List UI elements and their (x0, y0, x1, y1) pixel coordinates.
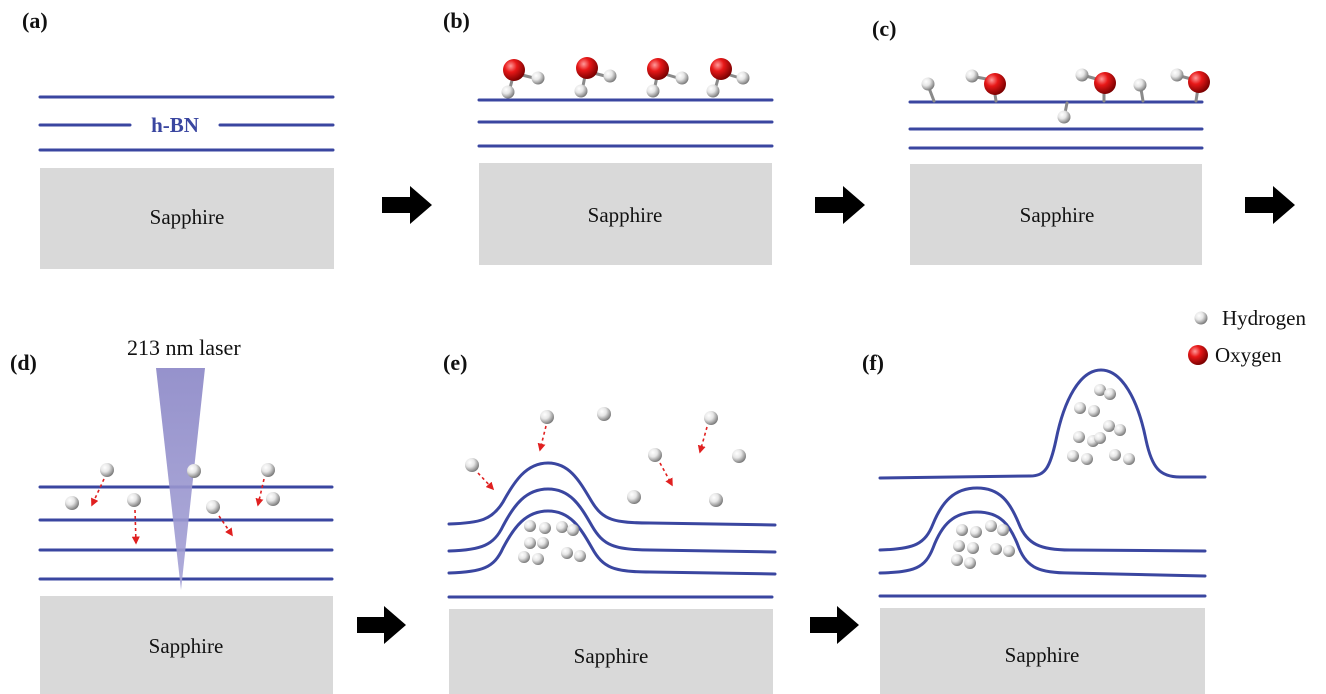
oxygen-atom-icon (1094, 72, 1116, 94)
panel-f: (f) Sapphire (862, 350, 1207, 694)
diffusion-arrow (218, 515, 233, 537)
panel-e-label: (e) (443, 350, 467, 375)
oxygen-atom-icon (576, 57, 598, 79)
substrate-label: Sapphire (150, 205, 225, 229)
hydrogen-atom-icon (1194, 311, 1208, 325)
hydrogen-atom-icon (540, 410, 554, 424)
water-molecule (706, 58, 750, 98)
hydrogen-atom-icon (574, 84, 588, 98)
panel-e: (e) Sapphire (443, 350, 777, 694)
hydrogen-atom-icon (100, 463, 114, 477)
hydrogen-atom-icon (266, 492, 280, 506)
oxygen-atom-icon (503, 59, 525, 81)
hydrogen-atom-icon (1057, 110, 1071, 124)
hydrogen-atom-icon (501, 85, 515, 99)
panel-d-label: (d) (10, 350, 37, 375)
hydrogen-atom-icon (736, 71, 750, 85)
oxygen-atom-icon (647, 58, 669, 80)
hydrogen-atom-icon (627, 490, 641, 504)
hydrogen-atom-icon (675, 71, 689, 85)
hydrogen-atom-icon (531, 71, 545, 85)
legend-oxygen-label: Oxygen (1215, 343, 1282, 367)
trapped-hydrogen-cluster (518, 520, 586, 565)
panel-c: (c) Sapphire (872, 16, 1210, 265)
hydrogen-atom-icon (465, 458, 479, 472)
panel-d: (d) 213 nm laser Sapphire (10, 335, 334, 694)
diffusion-arrow (537, 425, 547, 452)
sapphire-substrate (479, 163, 772, 265)
right-arrow-icon (815, 186, 865, 224)
sapphire-substrate (40, 596, 333, 694)
right-arrow-icon (357, 606, 406, 644)
oxygen-atom-icon (1188, 345, 1208, 365)
hydrogen-atom-icon (732, 449, 746, 463)
water-molecule (501, 59, 545, 99)
hydrogen-atom-icon (603, 69, 617, 83)
hydrogen-atom-icon (646, 84, 660, 98)
hydrogen-atom-icon (65, 496, 79, 510)
diffusion-arrow (255, 478, 265, 507)
hbn-layer (447, 487, 777, 554)
hydrogen-atom-icon (187, 464, 201, 478)
hydrogen-atom-icon (965, 69, 979, 83)
hbn-layer (878, 510, 1207, 578)
panel-a: (a) h-BN Sapphire (22, 8, 335, 269)
hbn-layer (447, 509, 777, 576)
oxygen-atom-icon (710, 58, 732, 80)
sapphire-substrate (449, 609, 773, 694)
hydrogen-atom-icon (706, 84, 720, 98)
right-arrow-icon (1245, 186, 1295, 224)
panel-c-label: (c) (872, 16, 896, 41)
laser-label: 213 nm laser (127, 335, 241, 360)
hydrogen-atom-icon (704, 411, 718, 425)
hydrogen-atom-icon (709, 493, 723, 507)
laser-beam (156, 368, 205, 590)
sapphire-substrate (910, 164, 1202, 265)
legend: Hydrogen Oxygen (1188, 306, 1306, 367)
hydrogen-atom-icon (648, 448, 662, 462)
hydrogen-atom-icon (261, 463, 275, 477)
diffusion-arrow (91, 478, 105, 507)
water-molecule (574, 57, 617, 98)
hbn-layer (447, 461, 777, 527)
substrate-label: Sapphire (1005, 643, 1080, 667)
right-arrow-icon (382, 186, 432, 224)
diffusion-arrow (659, 462, 673, 487)
trapped-hydrogen-cluster (951, 520, 1015, 569)
panel-b-label: (b) (443, 8, 470, 33)
hbn-layer (878, 486, 1207, 553)
hydrogen-atom-icon (597, 407, 611, 421)
trapped-hydrogen-cluster (1067, 384, 1135, 465)
hydrogen-atom-icon (921, 77, 935, 91)
water-molecule (646, 58, 689, 98)
hydrogen-atom-icon (1075, 68, 1089, 82)
oxygen-atom-icon (1188, 71, 1210, 93)
substrate-label: Sapphire (574, 644, 649, 668)
oxygen-atom-icon (984, 73, 1006, 95)
panel-b: (b) Sapphire (443, 8, 774, 265)
diffusion-arrow (131, 509, 140, 545)
sapphire-substrate (40, 168, 334, 269)
hydrogen-atom-icon (1133, 78, 1147, 92)
hydrogen-atom-icon (1170, 68, 1184, 82)
hydrogen-atom-icon (127, 493, 141, 507)
sapphire-substrate (880, 608, 1205, 694)
diffusion-arrow (477, 472, 495, 491)
panel-a-label: (a) (22, 8, 48, 33)
panel-f-label: (f) (862, 350, 884, 375)
legend-hydrogen-label: Hydrogen (1222, 306, 1306, 330)
substrate-label: Sapphire (1020, 203, 1095, 227)
hbn-label: h-BN (151, 113, 199, 137)
substrate-label: Sapphire (588, 203, 663, 227)
right-arrow-icon (810, 606, 859, 644)
hydrogen-atom-icon (206, 500, 220, 514)
diffusion-arrow (697, 426, 708, 454)
hbn-layer (878, 368, 1207, 480)
substrate-label: Sapphire (149, 634, 224, 658)
